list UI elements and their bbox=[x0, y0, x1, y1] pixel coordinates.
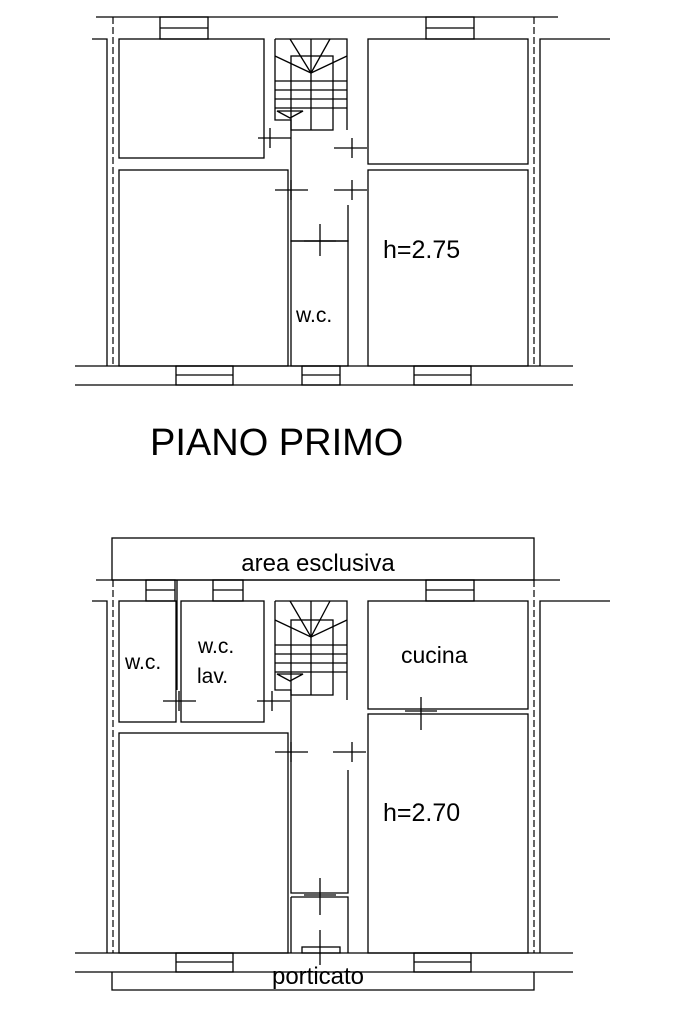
height-label: h=2.70 bbox=[383, 799, 460, 827]
bottom-walls bbox=[75, 946, 573, 973]
staircase bbox=[274, 38, 349, 242]
windows-top bbox=[145, 579, 475, 602]
room-label-wc-lav-1: w.c. bbox=[197, 635, 234, 658]
porch-entry bbox=[291, 896, 349, 953]
porticato-label: porticato bbox=[272, 963, 364, 990]
doors bbox=[163, 691, 437, 965]
area-esclusiva-label: area esclusiva bbox=[241, 550, 395, 577]
side-walls bbox=[92, 17, 610, 366]
room-bottom-right bbox=[367, 169, 529, 367]
bottom-walls bbox=[75, 365, 573, 386]
room-bottom-right bbox=[367, 713, 529, 954]
ground-floor-plan: area esclusiva bbox=[75, 537, 610, 991]
porticato-box bbox=[111, 972, 535, 991]
room-wc-lav bbox=[180, 600, 265, 723]
staircase bbox=[274, 600, 349, 894]
room-label-kitchen: cucina bbox=[401, 642, 468, 668]
room-label-wc: w.c. bbox=[295, 304, 332, 327]
room-label-wc-lav-2: lav. bbox=[197, 665, 228, 688]
plan-title: PIANO PRIMO bbox=[150, 422, 403, 464]
room-top-left bbox=[118, 38, 265, 159]
stair-arrow-icon bbox=[276, 110, 304, 119]
room-bottom-left bbox=[118, 732, 289, 954]
upper-floor-plan: w.c. h=2.75 bbox=[75, 16, 610, 386]
doors bbox=[258, 128, 367, 256]
stair-arrow-icon bbox=[276, 673, 304, 682]
height-label: h=2.75 bbox=[383, 236, 460, 264]
windows-top bbox=[159, 16, 475, 40]
room-label-wc: w.c. bbox=[124, 651, 161, 674]
room-top-right bbox=[367, 38, 529, 165]
side-walls bbox=[92, 580, 610, 953]
room-bottom-left bbox=[118, 169, 289, 367]
room-wc bbox=[118, 600, 177, 723]
room-kitchen bbox=[367, 600, 529, 710]
